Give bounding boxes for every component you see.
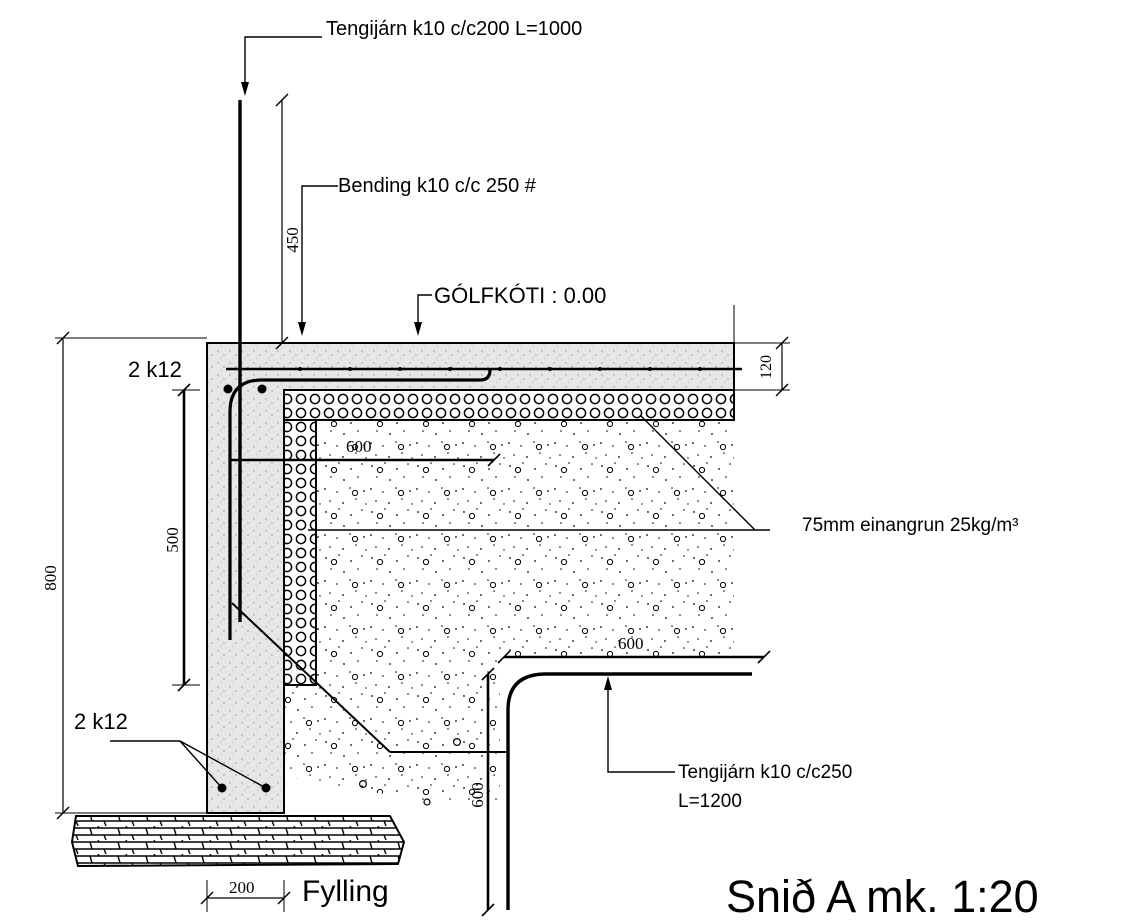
label-fill: Fylling <box>302 875 389 908</box>
label-bending: Bending k10 c/c 250 # <box>338 175 537 197</box>
dim-120: 120 <box>758 355 775 379</box>
rebar-top-left <box>223 384 233 394</box>
label-tengijarn-top: Tengijárn k10 c/c200 L=1000 <box>326 18 582 40</box>
label-tengijarn-bottom-line1: Tengijárn k10 c/c250 <box>678 762 852 783</box>
label-golfkoti: GÓLFKÓTI : 0.00 <box>434 283 606 308</box>
dim-600-vertical: 600 <box>468 782 487 808</box>
dim-200: 200 <box>229 878 255 897</box>
dim-500: 500 <box>163 527 182 553</box>
insulation-vertical <box>283 419 317 686</box>
ground-fill <box>70 815 406 868</box>
dim-800: 800 <box>41 565 60 591</box>
label-rebar-top: 2 k12 <box>128 357 182 382</box>
dim-450: 450 <box>283 227 302 253</box>
dim-600-lower: 600 <box>618 634 644 653</box>
drawing-title: Snið A mk. 1:20 <box>726 871 1039 922</box>
label-tengijarn-bottom-line2: L=1200 <box>678 791 742 812</box>
gravel-fill-under-slab <box>316 420 734 658</box>
rebar-top-right <box>257 384 267 394</box>
dim-600-upper: 600 <box>346 437 372 456</box>
slab-rebar-markers <box>298 367 702 371</box>
label-insulation: 75mm einangrun 25kg/m³ <box>802 515 1019 536</box>
insulation-horizontal <box>283 389 735 421</box>
label-rebar-bottom: 2 k12 <box>74 709 128 734</box>
gravel-fill-beside-wall <box>284 658 500 800</box>
